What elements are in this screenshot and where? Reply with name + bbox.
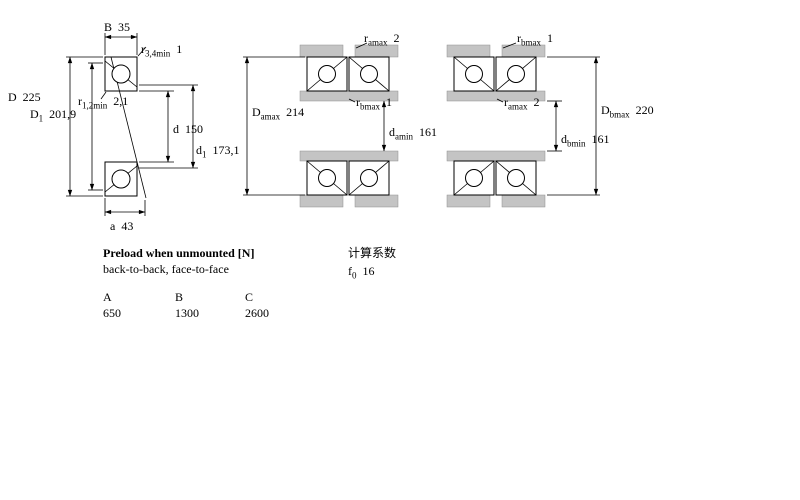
dim-subscript: amax — [260, 111, 281, 122]
f0-factor: f0 16 — [348, 264, 375, 281]
dim-value: 2 — [533, 95, 540, 109]
bearing-drawings — [66, 33, 600, 216]
dim-symbol: D — [252, 105, 261, 119]
dim-label-B: B 35 — [104, 20, 131, 37]
dim-label-rbmax-right: rbmax 1 — [517, 31, 553, 48]
dim-value: 161 — [419, 125, 437, 139]
dim-subscript: amin — [395, 131, 413, 142]
dim-value: 16 — [362, 264, 375, 278]
dim-symbol: f — [348, 264, 352, 278]
dim-symbol: B — [104, 20, 113, 34]
ball-top — [111, 64, 131, 84]
dim-value: 2 — [393, 31, 400, 45]
calculation-title: 计算系数 — [348, 246, 397, 260]
dim-subscript: 1 — [38, 113, 44, 124]
dim-label-Dbmax: Dbmax 220 — [601, 103, 654, 120]
preload-table-values: 650 1300 2600 — [103, 306, 269, 321]
dim-label-ramax-right: ramax 2 — [504, 95, 540, 112]
dim-subscript: bmin — [567, 138, 586, 149]
dim-value: 220 — [635, 103, 654, 117]
dim-value: 43 — [121, 219, 134, 233]
dim-symbol: d — [173, 122, 179, 136]
dim-label-rbmax-left: rbmax 1 — [356, 95, 392, 112]
dim-label-d1: d1 173,1 — [196, 143, 240, 160]
dim-symbol: r — [517, 31, 521, 45]
dim-symbol: D — [8, 90, 17, 104]
preload-col-C: C — [245, 290, 254, 304]
dim-subscript: bmax — [360, 101, 380, 112]
dim-value: 2,1 — [113, 94, 129, 108]
dim-label-r12: r1,2min 2,1 — [78, 94, 129, 111]
dim-label-d: d 150 — [173, 122, 203, 139]
dim-label-a: a 43 — [110, 219, 134, 236]
dim-symbol: a — [110, 219, 116, 233]
preload-value-C: 2600 — [245, 306, 269, 320]
dim-subscript: 1 — [202, 149, 207, 160]
ball-bottom — [111, 169, 131, 189]
dim-label-D1: D1 201,9 — [30, 107, 77, 124]
dim-value: 1 — [386, 95, 392, 109]
preload-col-A: A — [103, 290, 112, 304]
dim-label-r34: r3,4min 1 — [141, 42, 183, 59]
dim-symbol: d — [196, 143, 202, 157]
dim-symbol: d — [561, 132, 567, 146]
dim-value: 201,9 — [49, 107, 77, 121]
dim-value: 150 — [185, 122, 203, 136]
dim-symbol: r — [356, 95, 360, 109]
dim-subscript: 1,2min — [82, 100, 108, 111]
dim-subscript: 3,4min — [145, 48, 171, 59]
dim-value: 35 — [118, 20, 131, 34]
preload-title: Preload when unmounted [N] — [103, 246, 255, 260]
dim-label-dbmin: dbmin 161 — [561, 132, 610, 149]
dim-subscript: bmax — [609, 109, 630, 120]
dim-symbol: r — [364, 31, 368, 45]
pair-drawing-back-to-back — [243, 42, 399, 208]
dim-symbol: r — [504, 95, 508, 109]
preload-col-B: B — [175, 290, 184, 304]
dim-value: 161 — [591, 132, 610, 146]
dim-label-D: D 225 — [8, 90, 41, 107]
preload-value-B: 1300 — [175, 306, 199, 320]
preload-table-header: A B C — [103, 290, 254, 305]
dim-symbol: r — [141, 42, 145, 56]
pair-drawing-face-to-face — [446, 42, 600, 208]
dim-label-ramax-left: ramax 2 — [364, 31, 400, 48]
dim-value: 225 — [22, 90, 41, 104]
dim-value: 1 — [547, 31, 553, 45]
dim-value: 1 — [176, 42, 183, 56]
dim-subscript: 0 — [352, 270, 357, 281]
dim-symbol: D — [30, 107, 39, 121]
dim-symbol: d — [389, 125, 395, 139]
dim-value: 214 — [286, 105, 305, 119]
dim-subscript: amax — [508, 101, 528, 112]
dim-value: 173,1 — [212, 143, 240, 157]
dim-label-damin: damin 161 — [389, 125, 437, 142]
dim-label-Damax: Damax 214 — [252, 105, 305, 122]
dim-subscript: amax — [368, 37, 388, 48]
single-bearing-drawing — [66, 33, 198, 216]
dim-symbol: D — [601, 103, 610, 117]
dim-subscript: bmax — [521, 37, 541, 48]
dim-symbol: r — [78, 94, 82, 108]
preload-subtitle: back-to-back, face-to-face — [103, 262, 229, 276]
preload-value-A: 650 — [103, 306, 121, 320]
